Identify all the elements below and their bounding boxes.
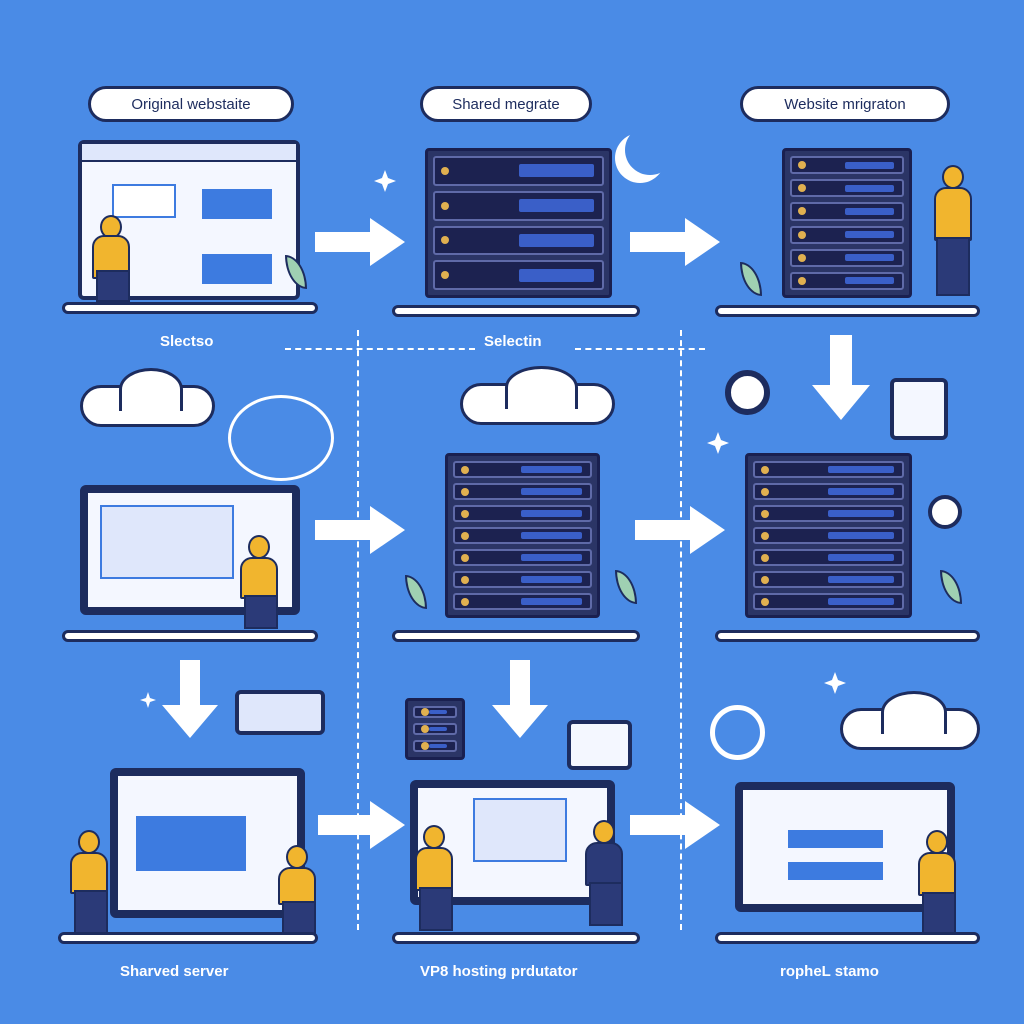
magnifier-icon	[928, 495, 962, 529]
arrow-right	[630, 801, 720, 849]
server-unit	[453, 461, 592, 478]
server-unit	[790, 271, 904, 291]
label-final-stage: ropheL stamo	[780, 963, 879, 980]
person-part	[585, 842, 623, 886]
server-unit	[753, 505, 904, 522]
browser-toolbar	[82, 144, 296, 162]
server-unit	[790, 202, 904, 221]
server-unit	[453, 549, 592, 566]
label-selection: Selectin	[484, 333, 542, 350]
globe-icon	[228, 395, 334, 481]
server-unit	[413, 723, 457, 735]
gear-icon	[725, 370, 770, 415]
server-unit	[753, 483, 904, 500]
person-part	[96, 270, 130, 302]
arrow-down	[492, 660, 548, 738]
server-rack	[445, 453, 600, 618]
server-rack	[745, 453, 912, 618]
person-part	[589, 882, 623, 926]
content-block	[202, 254, 272, 284]
server-unit	[453, 483, 592, 500]
server-unit	[790, 248, 904, 267]
platform	[58, 932, 318, 944]
person-part	[934, 187, 972, 241]
screen-content	[100, 505, 234, 579]
person-part	[244, 595, 278, 629]
server-unit	[453, 571, 592, 588]
platform	[62, 302, 318, 314]
document-icon	[890, 378, 948, 440]
server-unit	[753, 571, 904, 588]
server-unit	[433, 156, 604, 186]
sync-icon	[710, 705, 765, 760]
server-stack	[405, 698, 465, 760]
person-part	[240, 557, 278, 599]
server-rack	[782, 148, 912, 298]
arrow-row	[788, 830, 883, 848]
server-unit	[790, 179, 904, 198]
label-original-website: Original webstaite	[88, 86, 294, 122]
cloud-icon	[80, 368, 215, 427]
server-unit	[433, 225, 604, 256]
label-shared-migrate: Shared megrate	[420, 86, 592, 122]
server-unit	[413, 740, 457, 752]
platform	[715, 932, 980, 944]
server-unit	[453, 527, 592, 544]
server-unit	[753, 461, 904, 478]
server-unit	[453, 505, 592, 522]
platform	[62, 630, 318, 642]
chart-on-screen	[136, 816, 246, 871]
connector-line	[285, 348, 475, 350]
arrow-row	[788, 862, 883, 880]
server-unit	[413, 706, 457, 718]
cloud-icon	[840, 691, 980, 750]
server-unit	[433, 190, 604, 221]
arrow-right	[318, 801, 405, 849]
server-unit	[790, 225, 904, 244]
person-part	[74, 890, 108, 934]
platform	[392, 932, 640, 944]
server-unit	[753, 549, 904, 566]
platform	[715, 305, 980, 317]
arrow-down	[162, 660, 218, 738]
platform	[715, 630, 980, 642]
connector-line	[575, 348, 705, 350]
screen-content	[473, 798, 567, 862]
monitor	[410, 780, 615, 905]
arrow-right	[315, 218, 405, 266]
server-unit	[790, 156, 904, 175]
content-block	[112, 184, 176, 218]
document-icon	[567, 720, 632, 770]
platform	[392, 630, 640, 642]
label-shared-server: Sharved server	[120, 963, 229, 980]
label-select: Slectso	[160, 333, 214, 350]
person-part	[415, 847, 453, 891]
arrow-right	[635, 506, 725, 554]
person-part	[419, 887, 453, 931]
server-unit	[753, 593, 904, 610]
content-block	[202, 189, 272, 219]
cloud-icon	[460, 366, 615, 425]
server-unit	[753, 527, 904, 544]
label-vps-hosting: VP8 hosting prdutator	[420, 963, 578, 980]
arrow-right	[315, 506, 405, 554]
sparkle-icons	[140, 170, 846, 708]
connector-line	[680, 330, 682, 930]
transfer-box	[235, 690, 325, 735]
platform	[392, 305, 640, 317]
arrow-down	[812, 335, 870, 420]
label-website-migration: Website mrigraton	[740, 86, 950, 122]
connector-line	[357, 330, 359, 930]
server-unit	[433, 260, 604, 290]
person-part	[936, 237, 970, 296]
server-rack	[425, 148, 612, 298]
arrow-right	[630, 218, 720, 266]
monitor	[110, 768, 305, 918]
person-part	[918, 852, 956, 896]
server-unit	[453, 593, 592, 610]
